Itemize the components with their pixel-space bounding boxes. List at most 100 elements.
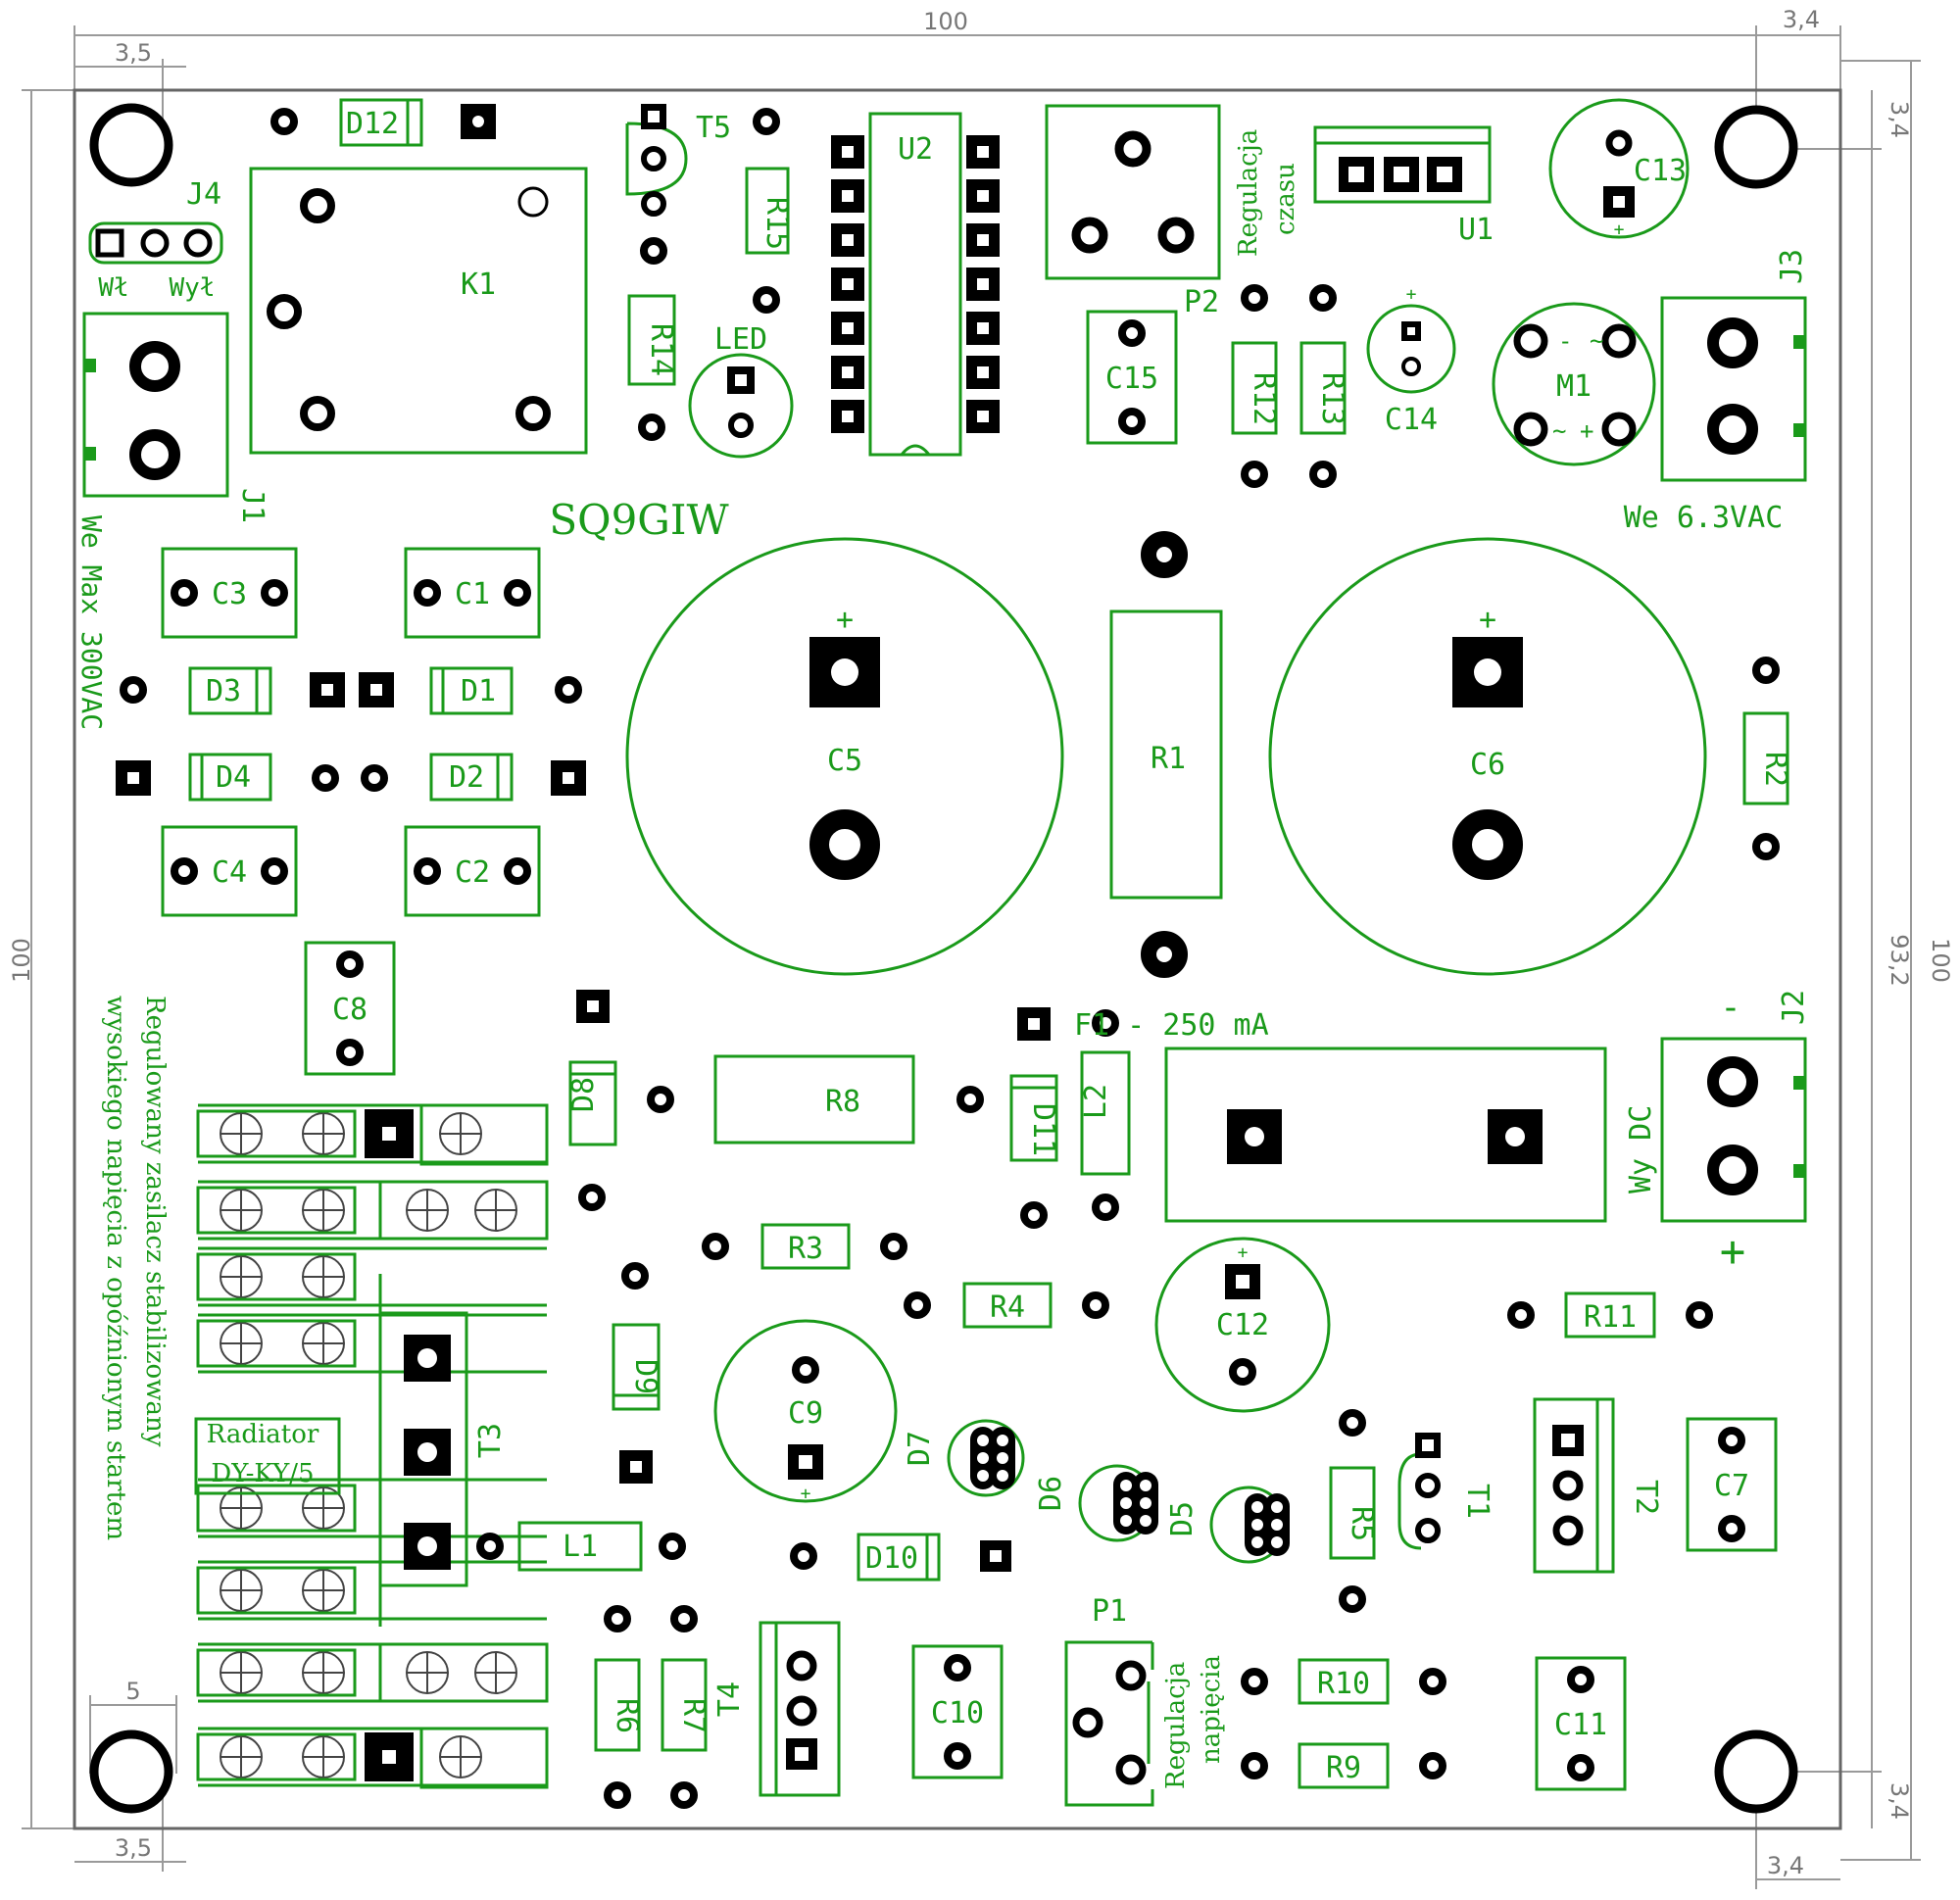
p1-note-1: Regulacja <box>1161 1662 1191 1789</box>
board-description-line-2: wysokiego napięcia z opóźnionym startem <box>101 996 130 1540</box>
r5-label: R5 <box>1345 1506 1379 1541</box>
c6-label: C6 <box>1470 748 1505 782</box>
c1-label: C1 <box>455 577 490 611</box>
j4-on-label: Wł <box>98 273 128 303</box>
c9-capacitor: C9 + <box>713 1319 898 1504</box>
t5-label: T5 <box>696 111 731 145</box>
dim-left-side-bottom-label: 5 <box>125 1678 140 1705</box>
r7-label: R7 <box>676 1698 710 1733</box>
r13-resistor: R13 <box>1299 284 1349 488</box>
r5-resistor: R5 <box>1329 1409 1379 1613</box>
m1-minus: - <box>1558 327 1572 355</box>
dim-height-inner-label: 93,2 <box>1886 934 1913 986</box>
c10-label: C10 <box>931 1696 984 1730</box>
d8-label: D8 <box>566 1077 601 1112</box>
c7-label: C7 <box>1714 1469 1749 1503</box>
dim-bottom-right-label: 3,4 <box>1767 1852 1804 1879</box>
d10-label: D10 <box>865 1541 918 1576</box>
l2-label: L2 <box>1079 1084 1113 1119</box>
d2-label: D2 <box>449 760 484 795</box>
m1-plus: + <box>1580 417 1593 445</box>
c11-capacitor: C11 <box>1535 1656 1627 1791</box>
d9-label: D9 <box>628 1359 662 1394</box>
j2-minus: - <box>1720 988 1741 1028</box>
d1-label: D1 <box>461 674 496 708</box>
c2-capacitor: C2 <box>404 825 541 917</box>
c9-label: C9 <box>788 1396 823 1431</box>
r12-label: R12 <box>1247 372 1281 425</box>
f1-label: F1 - 250 mA <box>1074 1008 1269 1043</box>
t3-transistor: T3 <box>378 1311 508 1587</box>
r3-label: R3 <box>788 1232 823 1266</box>
mounting-hole-top-right <box>1714 105 1798 189</box>
k1-relay: K1 <box>249 167 588 455</box>
c15-capacitor: C15 <box>1086 310 1178 445</box>
d5-diode: D5 <box>1165 1486 1290 1564</box>
c12-capacitor: + C12 <box>1154 1237 1331 1413</box>
c7-capacitor: C7 <box>1686 1417 1778 1552</box>
c14-label: C14 <box>1385 403 1438 437</box>
board-author-label: SQ9GIW <box>549 496 729 544</box>
j2-connector: J2 - + Wy DC <box>1624 988 1811 1277</box>
r12-resistor: R12 <box>1231 284 1281 488</box>
c3-label: C3 <box>212 577 247 611</box>
t2-transistor: T2 <box>1533 1397 1663 1574</box>
d11-diode: D11 <box>1009 1007 1060 1229</box>
m1-bridge-rectifier: M1 - ~ ~ + <box>1492 302 1656 466</box>
board-outline <box>73 88 1842 1830</box>
r4-label: R4 <box>990 1291 1025 1325</box>
r11-resistor: R11 <box>1507 1291 1713 1339</box>
u1-label: U1 <box>1458 213 1494 247</box>
j3-connector: J3 We 6.3VAC <box>1624 249 1809 535</box>
t1-transistor: T1 <box>1397 1433 1494 1550</box>
j4-pad-1 <box>95 228 124 258</box>
t4-label: T4 <box>712 1681 747 1717</box>
j4-off-label: Wył <box>170 273 216 303</box>
p2-note-2: czasu <box>1271 163 1300 235</box>
j4-pad-2 <box>140 228 170 258</box>
m1-label: M1 <box>1556 369 1592 404</box>
r8-label: R8 <box>825 1085 860 1119</box>
d7-label: D7 <box>903 1431 937 1466</box>
diode-row-2: D4 D2 <box>116 753 586 802</box>
dim-left-top-label: 3,5 <box>115 39 152 67</box>
r13-label: R13 <box>1315 372 1349 425</box>
r2-label: R2 <box>1758 752 1792 787</box>
dim-height-right-label: 100 <box>1927 938 1954 983</box>
r4-resistor: R4 <box>904 1282 1109 1329</box>
d12-diode: D12 <box>270 98 496 147</box>
d6-diode: D6 <box>1034 1464 1158 1542</box>
r2-resistor: R2 <box>1742 657 1792 860</box>
c3-capacitor: C3 <box>161 547 298 639</box>
d3-label: D3 <box>206 674 241 708</box>
r9-label: R9 <box>1326 1751 1361 1785</box>
dim-right-top-label: 3,4 <box>1783 6 1820 33</box>
m1-tilde-2: ~ <box>1552 417 1566 445</box>
c9-plus: + <box>801 1484 811 1504</box>
mounting-hole-top-left <box>89 103 173 187</box>
c8-capacitor: C8 <box>304 941 396 1076</box>
r11-label: R11 <box>1584 1300 1637 1335</box>
p1-note-2: napięcia <box>1197 1655 1226 1764</box>
c14-capacitor: + C14 <box>1366 284 1456 437</box>
dim-height-label: 100 <box>8 938 35 983</box>
t1-label: T1 <box>1460 1484 1494 1519</box>
r6-label: R6 <box>610 1698 644 1733</box>
c11-label: C11 <box>1554 1708 1607 1742</box>
c4-capacitor: C4 <box>161 825 298 917</box>
led-indicator: LED <box>688 322 794 459</box>
p2-note-1: Regulacja <box>1234 129 1263 257</box>
r10-resistor: R10 <box>1241 1658 1446 1705</box>
c5-capacitor: + C5 <box>625 537 1064 976</box>
d10-diode: D10 <box>790 1533 1011 1582</box>
t4-transistor: T4 <box>712 1621 841 1797</box>
j4-label: J4 <box>186 177 221 212</box>
l1-inductor: L1 <box>476 1521 686 1572</box>
f1-fuse: F1 - 250 mA <box>1074 1008 1607 1223</box>
d11-label: D11 <box>1026 1103 1060 1156</box>
u2-ic: U2 <box>831 112 1000 457</box>
p1-potentiometer: P1 Regulacja napięcia <box>1064 1594 1226 1807</box>
c6-capacitor: + C6 <box>1268 537 1707 976</box>
r14-resistor: R14 <box>627 294 678 441</box>
dim-right-side-bottom-label: 3,4 <box>1886 1782 1913 1820</box>
